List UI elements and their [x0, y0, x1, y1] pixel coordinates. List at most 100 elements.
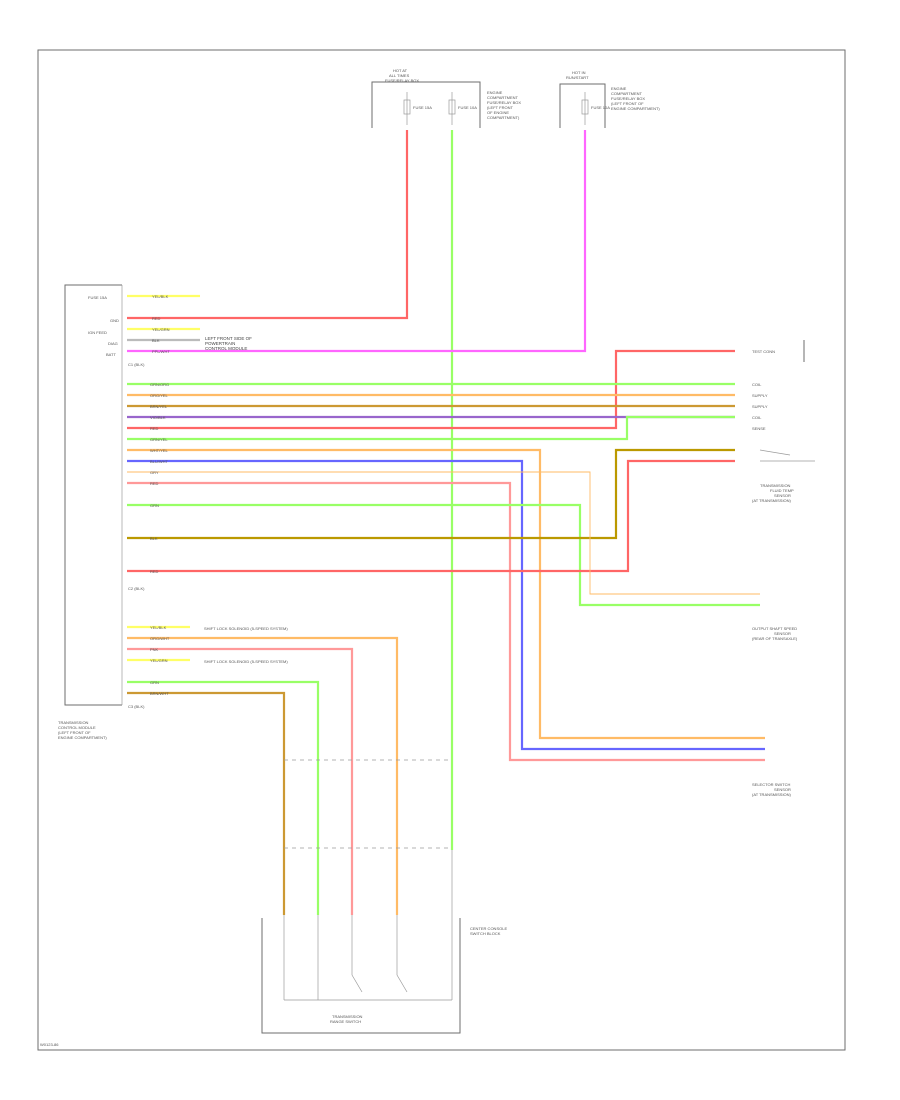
c3-pin4-color: YEL/GRN [150, 658, 168, 663]
pcm-left-line1: LEFT FRONT SIDE OF [205, 336, 252, 341]
c3-pin6-color: BRN/WHT [150, 691, 169, 696]
tcm-c3-label: C3 (BLK) [128, 704, 145, 709]
c2-pin8-color: BLU/WHT [150, 459, 169, 464]
c1-callouts: YEL/BLK RED YEL/GRN BLK PPL/WHT LEFT FRO… [152, 294, 252, 354]
switch-contact-1-icon [351, 974, 363, 993]
test-conn: TEST CONN [752, 340, 805, 362]
center-console-line1: CENTER CONSOLE [470, 926, 507, 931]
c1-pin4-color: BLK [152, 338, 160, 343]
c2-pin9-color: GRY [150, 470, 159, 475]
solenoid-label-1: COIL [752, 382, 762, 387]
output-speed-line2: SENSOR [774, 631, 791, 636]
c1-pin2-color: RED [152, 316, 161, 321]
fuse-a-icon [403, 99, 411, 115]
tcm-c1-pin4-label: IGN FEED [88, 330, 107, 335]
select-switch-line3: (AT TRANSMISSION) [752, 792, 792, 797]
c2-pin1-color: GRN/ORG [150, 382, 169, 387]
solenoid-label-2: SUPPLY [752, 393, 768, 398]
selector-switch: SELECTOR SWITCH SENSOR (AT TRANSMISSION) [752, 782, 792, 797]
wire-red-fuse15 [127, 130, 409, 320]
c2-pin7-color: WHT/YEL [150, 448, 169, 453]
wire-c3-pin6 [127, 691, 286, 915]
c3-pin5-color: GRN [150, 680, 159, 685]
tcm-module: TRANSMISSION CONTROL MODULE (LEFT FRONT … [58, 284, 145, 740]
fuse-box-1-header-line3: FUSE/RELAY BOX [385, 78, 419, 83]
switch-contact-2-icon [396, 974, 408, 993]
fuse-box-2-side-line5: ENGINE COMPARTMENT) [611, 106, 660, 111]
fuse-box-1-header-line1: HOT AT [393, 68, 408, 73]
wire-c2-pin18 [127, 459, 735, 573]
fuse-box-1-side-line6: COMPARTMENT) [487, 115, 520, 120]
wire-magenta [127, 130, 587, 353]
fuse-box-2-side-line3: FUSE/RELAY BOX [611, 96, 645, 101]
tcm-c1-pin5-label: DIAG [108, 341, 118, 346]
fuse-box-2-side-line4: (LEFT FRONT OF [611, 101, 644, 106]
c2-pin13-color: GRN [150, 503, 159, 508]
c2-pin2-color: ORG/YEL [150, 393, 169, 398]
solenoid-label-5: SENSE [752, 426, 766, 431]
range-switch-line2: RANGE SWITCH [330, 1019, 361, 1024]
wire-c3-pin3 [127, 647, 354, 915]
c2-pin5-color: RED [150, 426, 159, 431]
fuse-c-icon [581, 99, 589, 115]
c3-note-1: SHIFT LOCK SOLENOID (5-SPEED SYSTEM) [204, 626, 288, 631]
trans-temp-line4: (AT TRANSMISSION) [752, 498, 792, 503]
wire-c3-pin2 [127, 636, 399, 915]
wire-c2-pin9 [127, 471, 760, 595]
c3-note-2: SHIFT LOCK SOLENOID (5-SPEED SYSTEM) [204, 659, 288, 664]
tcm-label-line3: (LEFT FRONT OF [58, 730, 91, 735]
c2-pin10-color: RED [150, 481, 159, 486]
tcm-c1-label: C1 (BLK) [128, 362, 145, 367]
c2-pin3-color: BRN/YEL [150, 404, 168, 409]
fuse-box-2-header-line1: HOT IN [572, 70, 586, 75]
fuse-box-1: HOT AT ALL TIMES FUSE/RELAY BOX ENGINE C… [371, 68, 521, 128]
trans-temp-line2: FLUID TEMP [770, 488, 794, 493]
fuse-box-1-side-line4: (LEFT FRONT [487, 105, 513, 110]
select-switch-line1: SELECTOR SWITCH [752, 782, 790, 787]
solenoid-label-4: COIL [752, 415, 762, 420]
wire-group [127, 130, 765, 915]
solenoid-label-3: SUPPLY [752, 404, 768, 409]
tcm-label-line1: TRANSMISSION [58, 720, 89, 725]
fuse-b-icon [448, 99, 456, 115]
wire-c2-pin13 [127, 503, 760, 607]
c3-pin1-color: YEL/BLK [150, 625, 167, 630]
range-switch-line1: TRANSMISSION [332, 1014, 363, 1019]
c2-pin4-color: VIO/BLK [150, 415, 166, 420]
tcm-c2-label: C2 (BLK) [128, 586, 145, 591]
fuse-box-2-side-line1: ENGINE [611, 86, 627, 91]
output-speed-sensor: OUTPUT SHAFT SPEED SENSOR (REAR OF TRANS… [752, 626, 798, 641]
fuse-box-1-side-line5: OF ENGINE [487, 110, 509, 115]
diagram-frame [37, 49, 846, 1051]
fuse-box-1-side-line3: FUSE/RELAY BOX [487, 100, 521, 105]
range-switch-block: TRANSMISSION RANGE SWITCH CENTER CONSOLE… [261, 850, 507, 1034]
fuse-box-1-side-line1: ENGINE [487, 90, 503, 95]
output-speed-line1: OUTPUT SHAFT SPEED [752, 626, 797, 631]
test-conn-label: TEST CONN [752, 349, 775, 354]
fuse-a-label: FUSE 15A [413, 105, 432, 110]
footer-code: W0123-86 [40, 1042, 59, 1047]
c1-pin1-color: YEL/BLK [152, 294, 169, 299]
c3-pin3-color: PNK [150, 647, 159, 652]
c2-callouts: GRN/ORG ORG/YEL BRN/YEL VIO/BLK RED GRN/… [150, 382, 169, 574]
solenoid-block: COIL SUPPLY SUPPLY COIL SENSE [752, 382, 768, 431]
wire-c2-pin8 [127, 459, 765, 751]
pcm-left-line3: CONTROL MODULE [205, 346, 247, 351]
trans-temp-sensor: TRANSMISSION FLUID TEMP SENSOR (AT TRANS… [752, 449, 815, 503]
fuse-box-1-header-line2: ALL TIMES [389, 73, 410, 78]
output-speed-line3: (REAR OF TRANSAXLE) [752, 636, 798, 641]
wire-c2-pin16 [127, 448, 735, 540]
tcm-c1-pin1-label: FUSE 15A [88, 295, 107, 300]
fuse-box-2-header-line2: RUN/START [566, 75, 589, 80]
wire-c2-pin7 [127, 448, 765, 740]
fuse-box-2: HOT IN RUN/START ENGINE COMPARTMENT FUSE… [559, 70, 660, 128]
wire-test-conn [127, 349, 735, 430]
center-console-line2: SWITCH BLOCK [470, 931, 501, 936]
c3-callouts: YEL/BLK ORG/WHT PNK YEL/GRN GRN BRN/WHT … [150, 625, 288, 696]
wire-c2-pin6 [127, 415, 735, 441]
fuse-box-1-side-line2: COMPARTMENT [487, 95, 519, 100]
fuse-b-label: FUSE 10A [458, 105, 477, 110]
c2-pin18-color: RED [150, 569, 159, 574]
c2-pin16-color: BLK [150, 536, 158, 541]
